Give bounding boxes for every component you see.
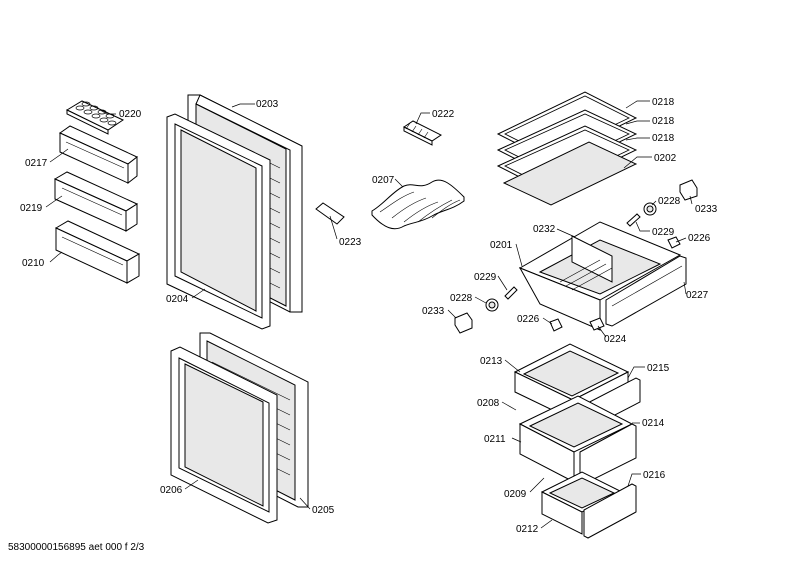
label-0233-top: 0233 bbox=[695, 204, 718, 215]
label-0223: 0223 bbox=[339, 237, 362, 248]
label-0226-top: 0226 bbox=[688, 233, 711, 244]
label-0201: 0201 bbox=[490, 240, 513, 251]
label-0202: 0202 bbox=[654, 153, 677, 164]
label-0210: 0210 bbox=[22, 258, 45, 269]
roller-0228-top bbox=[643, 202, 657, 216]
label-0218-2: 0218 bbox=[652, 116, 675, 127]
drawer-front-0227 bbox=[605, 255, 687, 327]
label-0232: 0232 bbox=[533, 224, 556, 235]
label-0229-mid: 0229 bbox=[474, 272, 497, 283]
egg-tray-0220 bbox=[65, 100, 125, 135]
glass-plate-0202 bbox=[502, 141, 638, 206]
label-0219: 0219 bbox=[20, 203, 43, 214]
bottle-rack-0207 bbox=[371, 179, 465, 230]
label-0226-mid: 0226 bbox=[517, 314, 540, 325]
label-0228-mid: 0228 bbox=[450, 293, 473, 304]
label-0216: 0216 bbox=[643, 470, 666, 481]
label-0222: 0222 bbox=[432, 109, 455, 120]
label-0218-3: 0218 bbox=[652, 133, 675, 144]
door-shelf-0210 bbox=[54, 220, 141, 284]
document-code: 58300000156895 aet 000 f 2/3 bbox=[8, 542, 145, 553]
upper-door-gasket-0204 bbox=[166, 113, 271, 330]
drawer-front-0216 bbox=[583, 483, 637, 539]
clip-0233-mid bbox=[454, 312, 473, 334]
pin-0229-mid bbox=[504, 286, 518, 300]
lower-door-gasket-0206 bbox=[170, 346, 278, 524]
leader-lines bbox=[45, 100, 693, 529]
label-0214: 0214 bbox=[642, 418, 665, 429]
label-0217: 0217 bbox=[25, 158, 48, 169]
label-0212: 0212 bbox=[516, 524, 539, 535]
pin-0229-top bbox=[626, 213, 641, 227]
label-0229-top: 0229 bbox=[652, 227, 675, 238]
clip-0226-mid bbox=[549, 318, 563, 332]
label-0224: 0224 bbox=[604, 334, 627, 345]
label-0227: 0227 bbox=[686, 290, 709, 301]
label-0215: 0215 bbox=[647, 363, 670, 374]
label-0208: 0208 bbox=[477, 398, 500, 409]
clip-0224 bbox=[589, 317, 605, 331]
roller-0228-mid bbox=[485, 298, 499, 312]
clip-0233-top bbox=[679, 179, 698, 201]
label-0209: 0209 bbox=[504, 489, 527, 500]
crisper-drawer-0201 bbox=[518, 221, 682, 331]
label-0207: 0207 bbox=[372, 175, 395, 186]
ice-tray-0222 bbox=[403, 120, 442, 146]
label-0206: 0206 bbox=[160, 485, 183, 496]
label-0205: 0205 bbox=[312, 505, 335, 516]
label-0204: 0204 bbox=[166, 294, 189, 305]
label-0228-top: 0228 bbox=[658, 196, 681, 207]
label-0203: 0203 bbox=[256, 99, 279, 110]
label-0211: 0211 bbox=[484, 434, 506, 445]
label-0233-mid: 0233 bbox=[422, 306, 445, 317]
clip-0226-top bbox=[667, 236, 681, 249]
door-shelf-0217 bbox=[58, 125, 138, 185]
label-0218-1: 0218 bbox=[652, 97, 675, 108]
door-shelf-0219 bbox=[53, 171, 139, 232]
label-0220: 0220 bbox=[119, 109, 142, 120]
label-plate-0223 bbox=[315, 202, 345, 225]
part-labels: 0220 0203 0222 0218 0218 0218 0202 0217 … bbox=[20, 97, 718, 535]
label-0213: 0213 bbox=[480, 356, 503, 367]
